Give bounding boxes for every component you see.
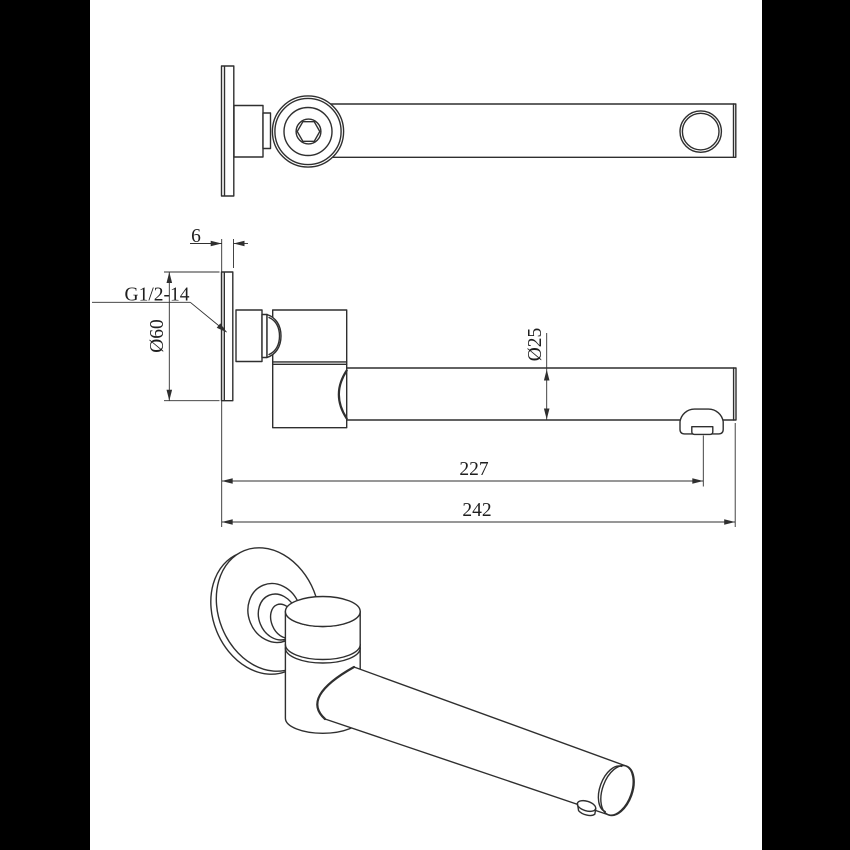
label-thread-spec: G1/2-14 xyxy=(125,285,190,306)
faucet-technical-drawing: 6 Ø60 G1/2-14 Ø25 227 242 xyxy=(92,65,737,817)
aerator-outlet-front xyxy=(691,426,714,436)
pivot-body-front xyxy=(272,309,348,429)
isometric-view xyxy=(210,547,635,817)
hex-socket-icon xyxy=(296,120,321,143)
iso-pivot-cap xyxy=(284,595,361,628)
iso-spout-end xyxy=(600,764,635,817)
pivot-cap-top xyxy=(271,95,345,168)
wall-flange-front xyxy=(220,271,234,402)
dimension-spout-diameter: Ø25 xyxy=(525,328,550,420)
thread-nipple-front xyxy=(235,309,263,363)
spout-arm-top xyxy=(309,103,737,158)
dim-text-spout-reach: 227 xyxy=(459,459,489,480)
spout-tube-front xyxy=(346,367,737,421)
dimension-spout-reach: 227 xyxy=(221,435,704,487)
wall-flange-top xyxy=(220,65,235,197)
dim-text-flange-thickness: 6 xyxy=(191,226,201,247)
drawing-sheet: 6 Ø60 G1/2-14 Ø25 227 242 xyxy=(90,0,762,850)
connector-step-top xyxy=(262,112,272,150)
nipple-collar-front xyxy=(261,313,268,359)
front-view xyxy=(220,271,737,436)
outlet-top xyxy=(679,110,723,154)
dim-text-spout-diameter: Ø25 xyxy=(525,328,546,362)
dimension-overall-length: 242 xyxy=(221,423,736,527)
dimension-flange-thickness: 6 xyxy=(190,226,248,527)
iso-spout-tube xyxy=(316,666,634,816)
dimension-flange-diameter: Ø60 xyxy=(147,271,220,402)
dim-text-overall-length: 242 xyxy=(462,500,491,521)
inlet-connector-top xyxy=(233,104,264,158)
dim-text-flange-diameter: Ø60 xyxy=(147,319,168,353)
thread-spec-leader: G1/2-14 xyxy=(92,285,227,333)
top-view xyxy=(220,65,737,197)
tube-body-junction xyxy=(337,369,348,420)
